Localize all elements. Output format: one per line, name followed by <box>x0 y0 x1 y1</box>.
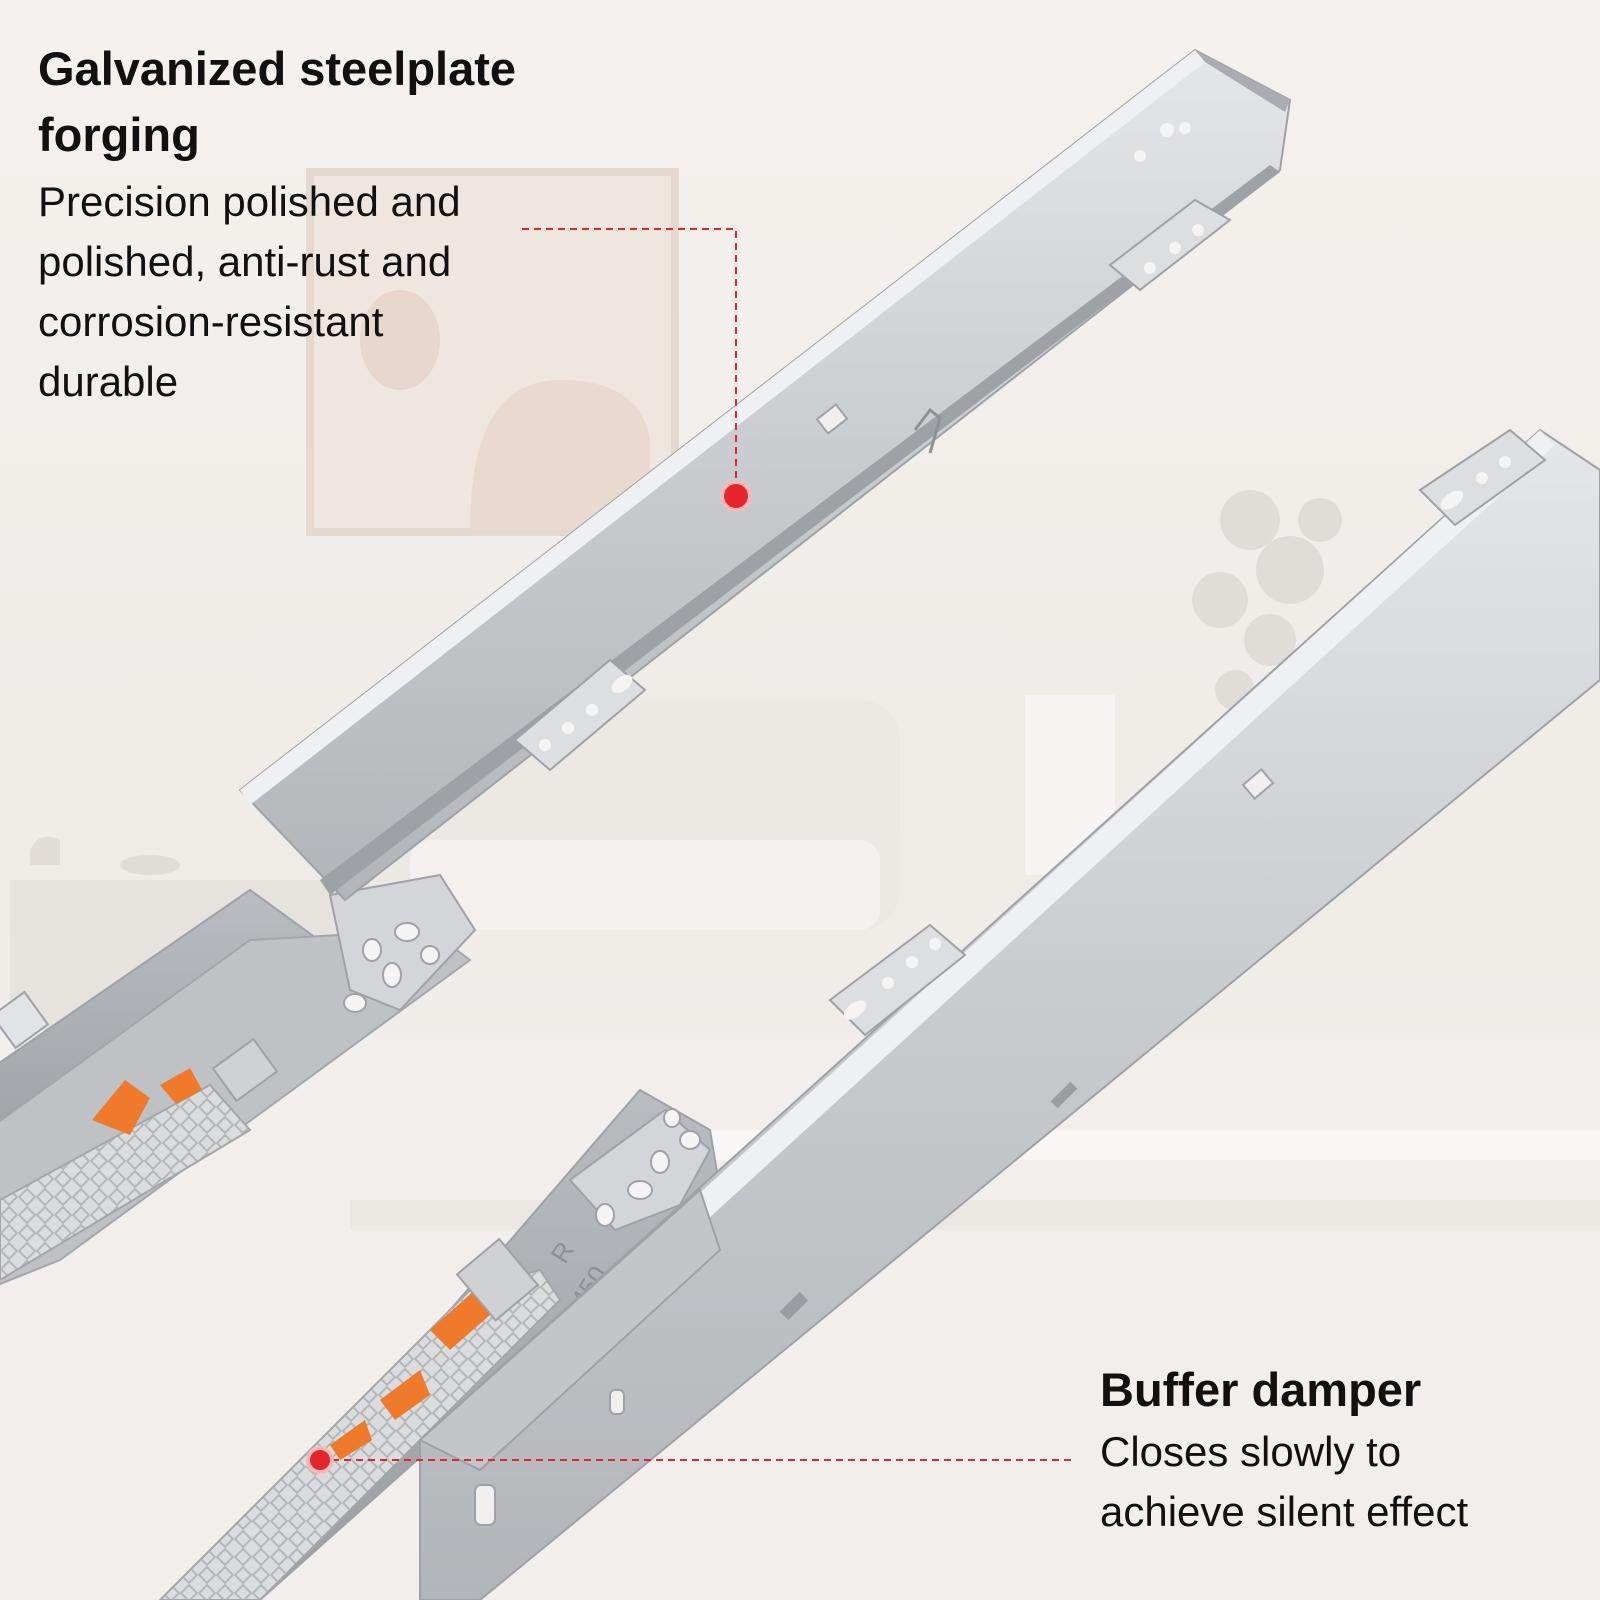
callout-galvanized: Galvanized steelplate forging Precision … <box>38 36 638 412</box>
callout-damper: Buffer damper Closes slowly to achieve s… <box>1100 1360 1580 1542</box>
upper-rail-bracket-mid <box>513 658 647 772</box>
lower-rail-bracket-mid <box>828 923 967 1037</box>
upper-rail-mounting-plate <box>328 873 477 1012</box>
callout-galvanized-dot <box>720 480 752 512</box>
upper-drawer-rail <box>0 48 1292 1286</box>
callout-damper-dot <box>306 1446 334 1474</box>
plant <box>1192 490 1342 710</box>
callout-galvanized-description: Precision polished and polished, anti-ru… <box>38 178 461 405</box>
upper-rail-bracket-top <box>1108 122 1232 292</box>
painting-shape <box>470 380 650 530</box>
lower-drawer-rail: R 450 <box>158 428 1600 1600</box>
lower-rail-bracket-top <box>1418 428 1547 527</box>
callout-damper-description: Closes slowly to achieve silent effect <box>1100 1428 1469 1535</box>
callout-galvanized-title: Galvanized steelplate forging <box>38 42 517 161</box>
callout-galvanized-marker <box>522 228 752 512</box>
lower-rail-mounting-plate <box>568 1108 712 1232</box>
callout-damper-marker <box>306 1446 1072 1474</box>
upper-rail-soft-close-damper <box>0 1037 279 1282</box>
callout-damper-title: Buffer damper <box>1100 1363 1422 1416</box>
